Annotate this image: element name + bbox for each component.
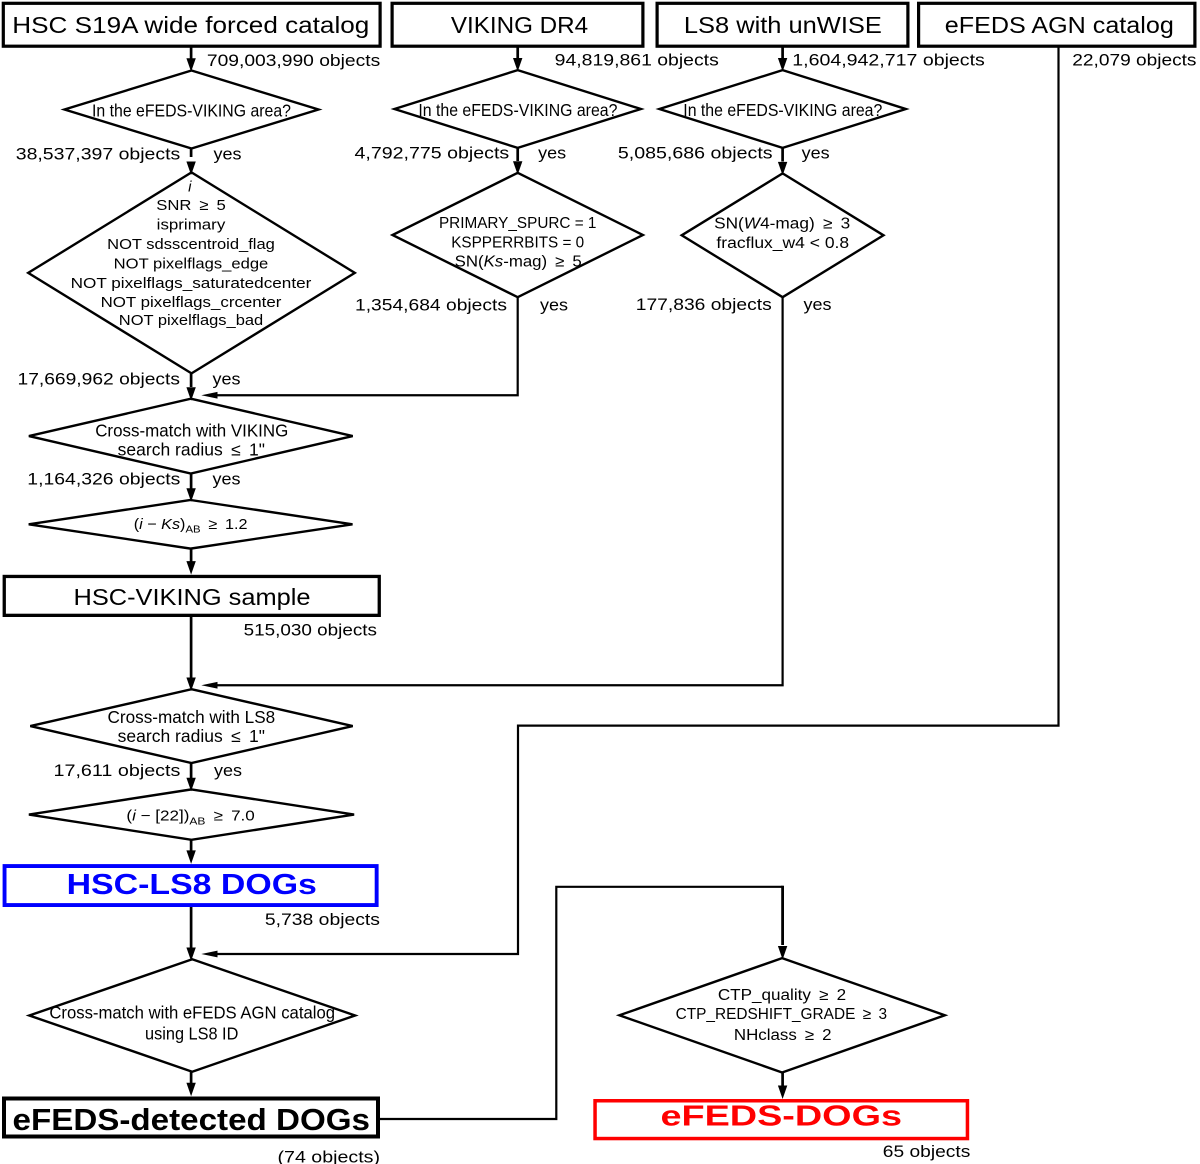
svg-text:38,537,397 objects: 38,537,397 objects	[16, 145, 181, 163]
svg-text:yes: yes	[213, 471, 241, 489]
svg-text:4,792,775 objects: 4,792,775 objects	[355, 144, 510, 162]
svg-text:NHclass ≥ 2: NHclass ≥ 2	[734, 1027, 832, 1044]
svg-text:search radius ≤ 1": search radius ≤ 1"	[118, 727, 265, 746]
svg-text:yes: yes	[538, 144, 566, 162]
svg-text:22,079 objects: 22,079 objects	[1072, 52, 1196, 70]
svg-text:LS8 with unWISE: LS8 with unWISE	[684, 12, 882, 38]
svg-text:eFEDS-detected DOGs: eFEDS-detected DOGs	[13, 1102, 371, 1137]
svg-text:94,819,861 objects: 94,819,861 objects	[555, 52, 719, 70]
svg-text:eFEDS AGN catalog: eFEDS AGN catalog	[945, 12, 1174, 38]
svg-text:eFEDS-DOGs: eFEDS-DOGs	[661, 1100, 903, 1132]
svg-text:Cross-match with LS8: Cross-match with LS8	[108, 708, 276, 727]
svg-text:65 objects: 65 objects	[883, 1143, 971, 1161]
svg-text:17,669,962 objects: 17,669,962 objects	[18, 371, 181, 389]
svg-text:(74 objects): (74 objects)	[278, 1149, 381, 1164]
svg-text:17,611 objects: 17,611 objects	[54, 762, 181, 780]
svg-text:NOT pixelflags_saturatedcenter: NOT pixelflags_saturatedcenter	[71, 275, 312, 292]
svg-text:1,164,326 objects: 1,164,326 objects	[27, 471, 180, 489]
svg-text:PRIMARY_SPURC = 1: PRIMARY_SPURC = 1	[439, 215, 597, 232]
svg-text:NOT pixelflags_edge: NOT pixelflags_edge	[114, 255, 269, 272]
svg-text:SN(Ks-mag) ≥ 5: SN(Ks-mag) ≥ 5	[455, 254, 582, 271]
svg-text:CTP_quality ≥ 2: CTP_quality ≥ 2	[718, 987, 846, 1004]
svg-text:1,354,684 objects: 1,354,684 objects	[355, 297, 507, 315]
svg-text:NOT sdsscentroid_flag: NOT sdsscentroid_flag	[107, 236, 275, 253]
svg-text:yes: yes	[213, 371, 241, 389]
svg-text:HSC-LS8 DOGs: HSC-LS8 DOGs	[67, 869, 317, 901]
svg-text:1,604,942,717 objects: 1,604,942,717 objects	[792, 52, 985, 70]
svg-text:515,030 objects: 515,030 objects	[244, 622, 377, 640]
svg-text:SN(W4-mag) ≥ 3: SN(W4-mag) ≥ 3	[714, 216, 850, 233]
svg-text:NOT pixelflags_bad: NOT pixelflags_bad	[119, 312, 263, 329]
svg-text:yes: yes	[214, 145, 242, 163]
svg-text:VIKING DR4: VIKING DR4	[451, 12, 588, 38]
svg-text:In the eFEDS-VIKING area?: In the eFEDS-VIKING area?	[683, 100, 882, 120]
svg-text:SNR ≥ 5: SNR ≥ 5	[156, 197, 226, 214]
svg-text:In the eFEDS-VIKING area?: In the eFEDS-VIKING area?	[92, 100, 291, 120]
svg-text:5,738 objects: 5,738 objects	[265, 911, 380, 929]
svg-text:yes: yes	[214, 762, 242, 780]
svg-text:HSC-VIKING sample: HSC-VIKING sample	[74, 584, 311, 610]
svg-text:(i − Ks)AB ≥ 1.2: (i − Ks)AB ≥ 1.2	[134, 517, 248, 536]
svg-text:In the eFEDS-VIKING area?: In the eFEDS-VIKING area?	[418, 100, 617, 120]
svg-text:yes: yes	[540, 297, 568, 315]
svg-text:Cross-match with VIKING: Cross-match with VIKING	[95, 422, 288, 441]
svg-text:HSC S19A wide forced catalog: HSC S19A wide forced catalog	[12, 12, 369, 38]
svg-text:709,003,990 objects: 709,003,990 objects	[207, 52, 380, 70]
svg-text:fracflux_w4 < 0.8: fracflux_w4 < 0.8	[716, 235, 849, 252]
svg-text:(i − [22])AB ≥ 7.0: (i − [22])AB ≥ 7.0	[126, 809, 254, 828]
svg-text:search radius ≤ 1": search radius ≤ 1"	[118, 441, 265, 460]
svg-text:NOT pixelflags_crcenter: NOT pixelflags_crcenter	[101, 294, 282, 311]
svg-text:177,836 objects: 177,836 objects	[636, 296, 772, 314]
svg-text:Cross-match with eFEDS AGN cat: Cross-match with eFEDS AGN catalog	[49, 1003, 335, 1022]
svg-text:CTP_REDSHIFT_GRADE ≥ 3: CTP_REDSHIFT_GRADE ≥ 3	[676, 1006, 888, 1023]
svg-text:isprimary: isprimary	[157, 217, 226, 234]
svg-text:5,085,686 objects: 5,085,686 objects	[618, 144, 773, 162]
svg-text:yes: yes	[804, 296, 832, 314]
svg-text:yes: yes	[802, 144, 830, 162]
svg-text:i: i	[188, 178, 192, 195]
svg-text:KSPPERRBITS = 0: KSPPERRBITS = 0	[451, 234, 584, 251]
svg-text:using LS8 ID: using LS8 ID	[145, 1024, 238, 1043]
